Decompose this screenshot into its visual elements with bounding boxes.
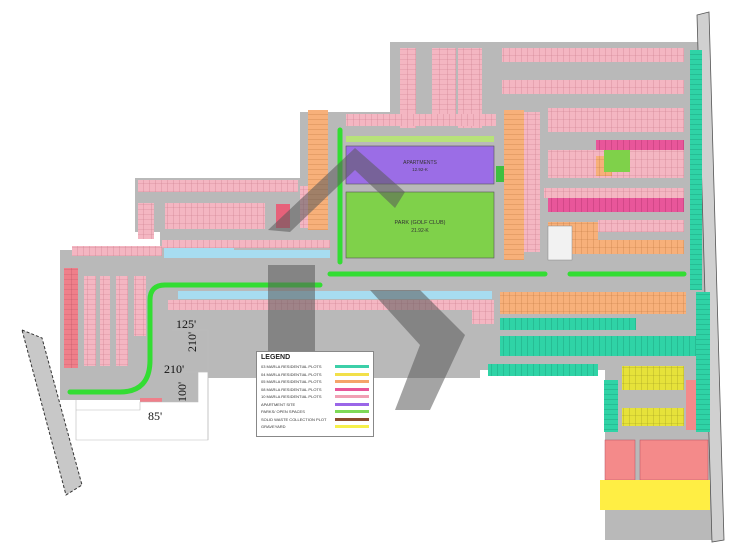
green-boulevard [67,127,687,395]
dimension-125: 125' [176,317,196,331]
legend-item-label: APARTMENT SITE [261,401,296,407]
legend-item-label: 05 MARLA RESIDENTIAL PLOTS [261,379,322,385]
light-blue-roads [178,250,492,299]
legend-item: PARKS/ OPEN SPACES [257,408,373,416]
legend-title: LEGEND [261,354,291,361]
golf-club-label: PARK (GOLF CLUB) [395,220,446,226]
teal-plots-03-marla [488,50,710,432]
legend-item: 10 MARLA RESIDENTIAL PLOTS [257,393,373,401]
mosque-plot [547,225,573,261]
legend-item-swatch [335,372,369,376]
left-access-road [21,329,83,496]
legend-item-swatch [335,425,369,429]
graveyard [600,480,710,510]
legend-item: 08 MARLA RESIDENTIAL PLOTS [257,386,373,394]
legend-item-label: 04 MARLA RESIDENTIAL PLOTS [261,371,322,377]
legend-item-label: PARKS/ OPEN SPACES [261,409,305,415]
legend-item-swatch [335,387,369,391]
legend-item: SOLID WASTE COLLECTION PLOT [257,416,373,424]
legend-item: GRAVEYARD [257,423,373,431]
apartments-area: 12.92-K [412,167,428,172]
golf-club-area: 21.92-K [411,228,429,234]
legend-item-label: SOLID WASTE COLLECTION PLOT [261,416,327,422]
legend-item: APARTMENT SITE [257,401,373,409]
legend-item-swatch [335,380,369,384]
pink-plots-10-marla [72,48,709,481]
dimension-210-vertical: 210' [185,332,199,352]
yellow-plots-04-marla [622,366,684,426]
dimension-210: 210' [164,362,184,376]
dimension-100: 100' [175,382,189,402]
apartments-label: APARTMENTS [403,160,437,166]
legend-item-label: GRAVEYARD [261,424,286,430]
legend-item-swatch [335,365,369,369]
legend-item-label: 10 MARLA RESIDENTIAL PLOTS [261,394,322,400]
legend-item: 04 MARLA RESIDENTIAL PLOTS [257,371,373,379]
golf-club-park: PARK (GOLF CLUB) 21.92-K [345,136,630,259]
legend-item-swatch [335,417,369,421]
legend-item-swatch [335,395,369,399]
legend-item-label: 08 MARLA RESIDENTIAL PLOTS [261,386,322,392]
legend-item-swatch [335,410,369,414]
legend-item: 05 MARLA RESIDENTIAL PLOTS [257,378,373,386]
legend-item-label: 03 MARLA RESIDENTIAL PLOTS [261,364,322,370]
legend-item-swatch [335,402,369,406]
dimensioned-plots: 125' 210' 210' 100' 85' [75,317,209,441]
dimension-85: 85' [148,409,162,423]
magenta-plots-08-marla [548,140,684,212]
legend-item: 03 MARLA RESIDENTIAL PLOTS [257,363,373,371]
